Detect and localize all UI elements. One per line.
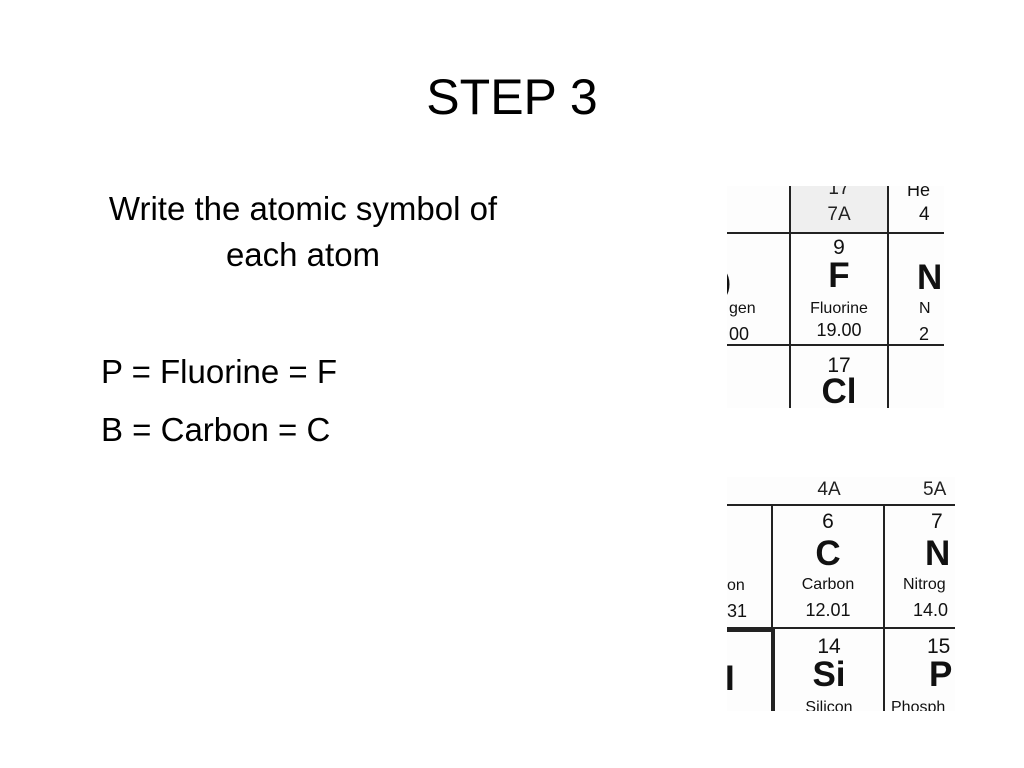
element-symbol: F — [828, 256, 850, 295]
neighbor-fragment: 31 — [727, 601, 748, 621]
neighbor-fragment: 00 — [729, 324, 750, 344]
equation-carbon: B = Carbon = C — [101, 411, 331, 448]
periodic-table-crop-carbon: 4A 5A 6 C Carbon 12.01 7 N Nitrog 14.0 o… — [727, 477, 955, 711]
element-cell-fluorine: 9 F Fluorine 19.00 — [791, 234, 887, 344]
element-symbol: N — [925, 534, 951, 573]
neighbor-fragment: He — [907, 186, 931, 200]
neighbor-fragment: on — [727, 577, 745, 594]
element-cell-chlorine: 17 Cl — [791, 346, 887, 408]
element-name: Fluorine — [810, 300, 868, 317]
neighbor-fragment: N — [919, 300, 931, 317]
group-header: 17 7A — [791, 186, 887, 232]
atomic-mass: 14.0 — [913, 600, 949, 620]
group-label: 7A — [827, 204, 851, 225]
atomic-number: 7 — [931, 510, 943, 533]
element-name: Carbon — [801, 576, 855, 593]
neighbor-fragment: I — [727, 659, 735, 698]
neighbor-fragment: ) — [727, 266, 731, 300]
element-cell-nitrogen: 7 N Nitrog 14.0 — [885, 506, 955, 627]
neighbor-fragment: gen — [729, 300, 756, 317]
element-symbol: Si — [812, 655, 846, 694]
atomic-number: 17 — [827, 354, 851, 377]
neighbor-fragment: 2 — [919, 324, 930, 344]
neighbor-fragment: 4 — [919, 204, 930, 225]
element-name: Silicon — [805, 699, 853, 711]
slide-title: STEP 3 — [426, 69, 598, 125]
element-cell-carbon: 6 C Carbon 12.01 — [773, 506, 883, 627]
element-cell-silicon: 14 Si Silicon — [775, 629, 883, 711]
atomic-number: 15 — [927, 635, 951, 658]
group-number: 17 — [828, 186, 850, 199]
element-symbol: Cl — [821, 372, 857, 408]
instruction-text: Write the atomic symbol of each atom — [108, 190, 498, 273]
element-cell-phosphorus: 15 P Phosph — [885, 629, 955, 711]
neighbor-fragment: N — [917, 258, 943, 297]
atomic-mass: 19.00 — [816, 320, 862, 340]
atomic-number: 9 — [833, 236, 845, 259]
equation-fluorine: P = Fluorine = F — [101, 353, 338, 390]
element-name: Phosph — [891, 699, 946, 711]
group-label: 5A — [923, 479, 947, 500]
atomic-number: 14 — [817, 635, 841, 658]
periodic-table-crop-fluorine: 17 7A He 4 9 F Fluorine 19.00 ) gen 00 N… — [727, 186, 944, 408]
atomic-mass: 12.01 — [805, 600, 851, 620]
group-label: 4A — [817, 479, 841, 500]
element-name: Nitrog — [903, 576, 946, 593]
element-symbol: P — [929, 655, 953, 694]
atomic-number: 6 — [822, 510, 834, 533]
element-symbol: C — [815, 534, 841, 573]
